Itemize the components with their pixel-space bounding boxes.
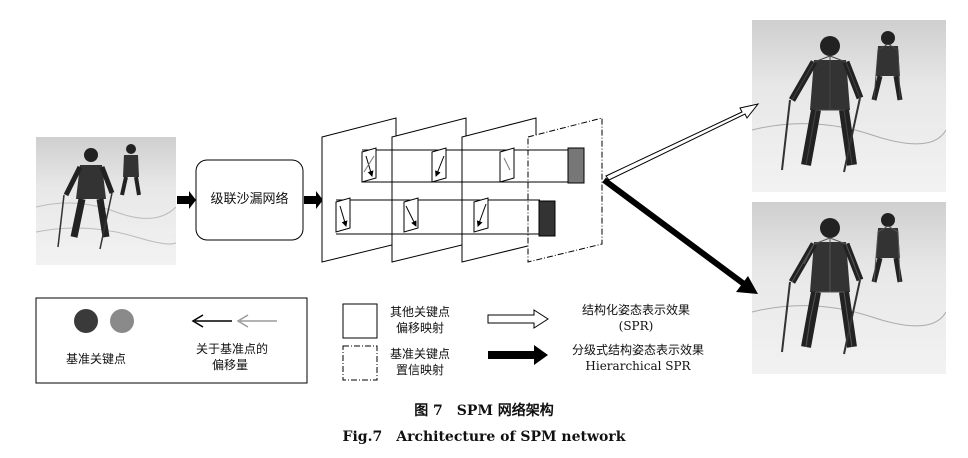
spr-label-line2: (SPR): [618, 319, 654, 333]
root-joint-label: 基准关键点: [66, 352, 127, 366]
feature-map-stack: [321, 117, 603, 263]
root-joint-dark-dot: [74, 309, 98, 333]
hspr-label-line2: Hierarchical SPR: [585, 359, 691, 373]
root-cell-light: [567, 147, 585, 184]
input-to-network-arrow: [177, 191, 196, 209]
other-offset-label-line1: 其他关键点: [390, 305, 451, 319]
offset-map-3: [461, 117, 537, 263]
hspr-legend-arrow: [488, 345, 548, 365]
caption-chinese: 图 7 SPM 网络架构: [414, 403, 554, 419]
root-conf-label-line1: 基准关键点: [390, 347, 451, 361]
caption-english: Fig.7 Architecture of SPM network: [342, 429, 626, 445]
legend-box-left: [35, 297, 308, 384]
offset-label-line1: 关于基准点的: [196, 342, 269, 356]
other-offset-map-symbol: [342, 303, 378, 339]
output-spr-photo: [752, 20, 946, 192]
root-cell-dark: [538, 200, 556, 237]
network-to-maps-arrow: [304, 191, 323, 209]
spr-photo-drawing: [752, 31, 946, 173]
input-ski-photo: [36, 137, 176, 265]
input-photo-drawing: [36, 144, 176, 250]
root-confidence-map: [527, 117, 603, 263]
spr-output-arrow: [605, 103, 760, 181]
root-confidence-map-symbol: [342, 345, 378, 381]
other-offset-label-line2: 偏移映射: [396, 321, 445, 335]
network-box: [195, 159, 304, 241]
hierarchical-spr-output-arrow: [602, 177, 758, 294]
offset-arrows: [339, 155, 511, 227]
offset-label-line2: 偏移量: [212, 358, 249, 372]
hspr-label-line1: 分级式结构姿态表示效果: [571, 343, 704, 357]
network-label: 级联沙漏网络: [210, 192, 289, 207]
joint-track-lines: [336, 149, 570, 235]
hspr-photo-drawing: [752, 213, 946, 355]
offset-map-1: [321, 117, 397, 263]
root-conf-label-line2: 置信映射: [396, 363, 445, 377]
offset-legend-arrows: [191, 314, 277, 328]
spr-label-line1: 结构化姿态表示效果: [581, 303, 690, 317]
root-joint-light-dot: [110, 309, 134, 333]
spr-legend-arrow: [487, 309, 549, 329]
output-hierarchical-spr-photo: [752, 202, 946, 374]
offset-map-2: [391, 117, 467, 263]
